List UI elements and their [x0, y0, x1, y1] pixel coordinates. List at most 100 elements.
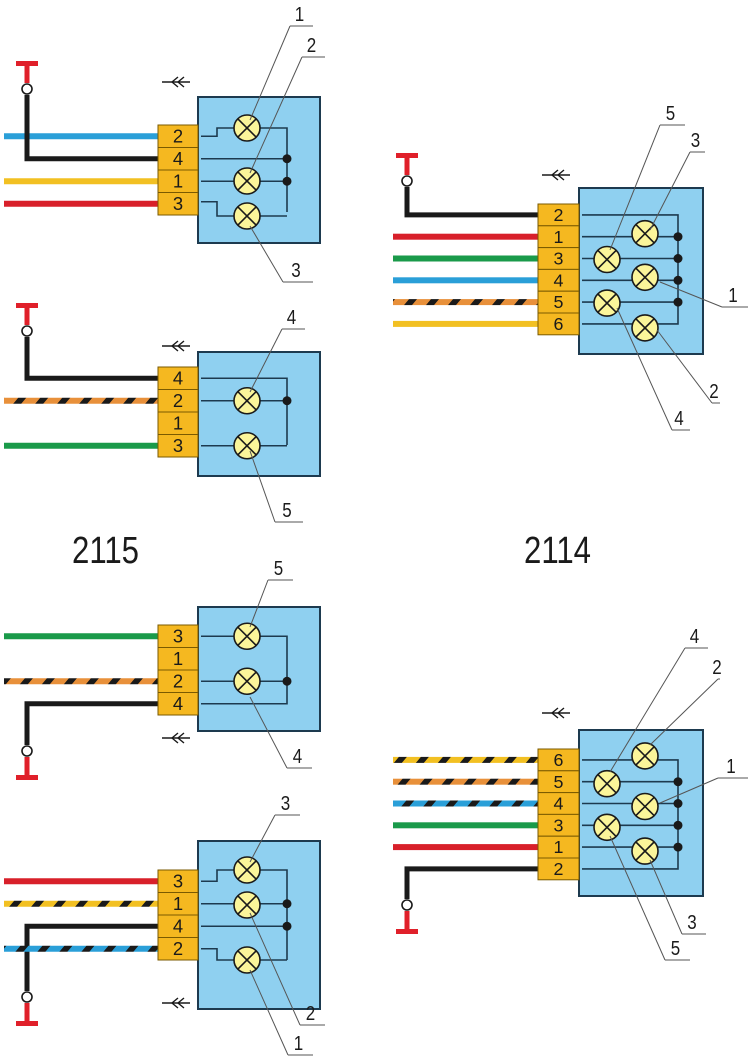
- arrow-chevron: [170, 997, 179, 1009]
- callout-leader: 2: [649, 656, 722, 746]
- wire-red: [393, 233, 538, 240]
- lamp-cross: [237, 171, 257, 191]
- pin-number: 3: [173, 435, 183, 456]
- junction-dot: [282, 676, 292, 686]
- leader-line: [249, 969, 289, 1056]
- ground-bar: [396, 929, 418, 934]
- model-label-2115: 2115: [72, 530, 140, 572]
- internal-wire: [201, 635, 288, 705]
- pin-number: 5: [554, 292, 564, 312]
- callout-leader: 4: [609, 625, 708, 773]
- pin-number: 1: [173, 413, 183, 434]
- lamp: [631, 219, 659, 248]
- lamp-cross: [237, 118, 257, 138]
- callout-leader: 4: [249, 306, 305, 393]
- callout-number: 1: [295, 3, 304, 26]
- wire-black-ground: [24, 95, 158, 162]
- lamp-cross: [597, 817, 617, 837]
- connector-arrow-icon: [162, 732, 190, 744]
- junction-dot: [673, 799, 683, 808]
- wire-blue-black: [393, 800, 538, 807]
- ground-bar: [16, 61, 38, 66]
- lamp-cross: [635, 318, 655, 338]
- leader-line: [609, 647, 686, 773]
- lamp-cross: [237, 860, 257, 880]
- wire-blue-black: [4, 945, 158, 952]
- ground-stem: [404, 911, 410, 929]
- pin-number: 1: [173, 648, 183, 669]
- ground-bar: [16, 1021, 38, 1026]
- pin-number: 1: [554, 837, 564, 857]
- lamp: [593, 769, 621, 798]
- pin-number: 4: [173, 916, 183, 937]
- internal-wire: [201, 377, 288, 445]
- arrow-chevron: [550, 707, 559, 719]
- callout-leader: 4: [616, 307, 690, 431]
- junction-dot: [282, 899, 292, 909]
- arrow-chevron: [170, 340, 179, 352]
- pin-number: 2: [173, 126, 183, 147]
- arrow-chevron: [176, 732, 185, 744]
- internal-wire: [201, 127, 237, 138]
- leader-line: [616, 307, 673, 431]
- wire-orange-black: [393, 299, 538, 306]
- ground-bar: [396, 153, 418, 158]
- internal-wire: [201, 869, 237, 883]
- internal-wire: [201, 947, 237, 961]
- callout-number: 5: [274, 557, 283, 580]
- callout-leader: 4: [249, 696, 312, 769]
- lamp-cross: [597, 774, 617, 794]
- lamp-cross: [635, 841, 655, 861]
- callout-number: 2: [306, 1002, 315, 1025]
- pin-number: 4: [173, 148, 183, 169]
- lamp: [631, 792, 659, 821]
- lamp: [233, 856, 261, 884]
- lamp: [233, 202, 261, 230]
- leader-line: [659, 281, 723, 308]
- arrow-chevron: [556, 707, 565, 719]
- callout-number: 3: [687, 911, 696, 934]
- lamp-cross: [597, 293, 617, 313]
- wire-green: [393, 822, 538, 829]
- lamp: [233, 167, 261, 195]
- callout-leader: 1: [659, 281, 748, 308]
- callout-leader: 3: [249, 225, 313, 283]
- lamp: [631, 314, 659, 342]
- lamp: [233, 431, 261, 460]
- lamp: [593, 813, 621, 842]
- connector-arrow-icon: [162, 997, 190, 1009]
- lamp-cross: [237, 626, 257, 646]
- pin-number: 3: [173, 193, 183, 214]
- leader-line: [249, 328, 283, 393]
- ground-stem: [24, 65, 30, 83]
- leader-line: [249, 696, 288, 769]
- junction-dot: [673, 297, 683, 307]
- junction-dot: [282, 396, 292, 406]
- pin-number: 5: [554, 772, 564, 792]
- leader-line: [609, 124, 661, 251]
- junction-dot: [282, 921, 292, 931]
- lamp-cross: [237, 436, 257, 456]
- callout-number: 4: [690, 625, 699, 648]
- callout-number: 2: [307, 34, 316, 57]
- lamp-cross: [237, 895, 257, 915]
- pin-number: 3: [173, 626, 183, 647]
- junction-dot: [673, 842, 683, 852]
- wire-blue: [393, 277, 538, 284]
- ground-bar: [16, 303, 38, 308]
- leader-line: [659, 777, 719, 804]
- lamp: [233, 386, 261, 415]
- pin-number: 4: [173, 368, 183, 389]
- lamp: [233, 946, 261, 974]
- pin-number: 6: [554, 750, 564, 770]
- leader-line: [249, 579, 269, 628]
- callout-leader: 5: [609, 835, 690, 961]
- leader-line: [649, 678, 719, 746]
- junction-dot: [673, 820, 683, 830]
- callout-leader: 3: [249, 792, 300, 863]
- lamp-housing: [197, 606, 321, 732]
